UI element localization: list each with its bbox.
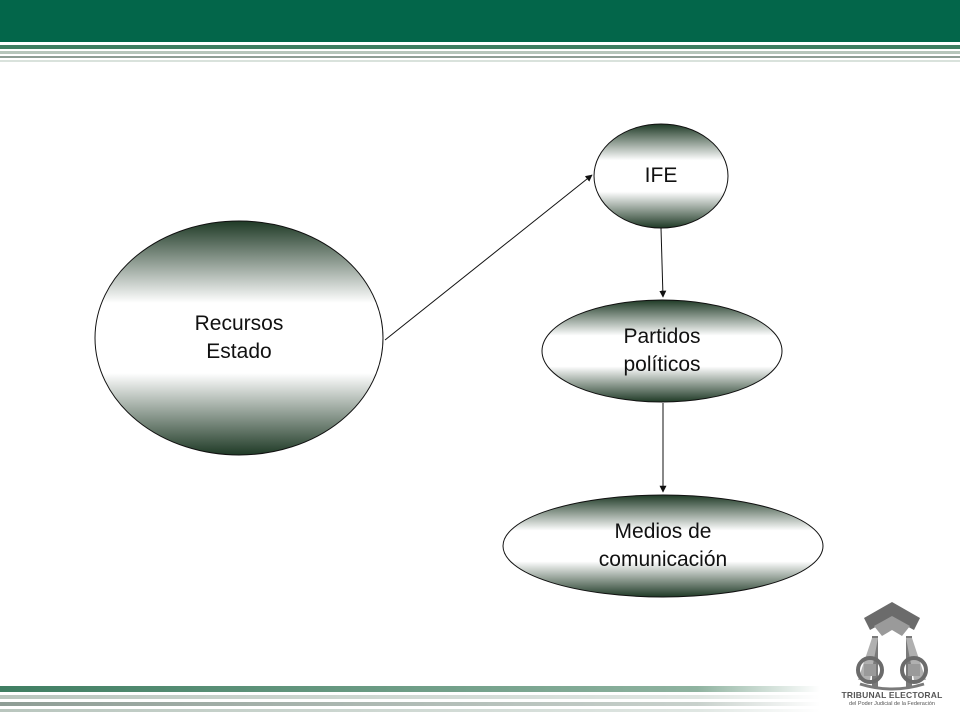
node-ife-label: IFE <box>644 163 678 187</box>
node-medios-comunicacion-label: Medios de comunicación <box>598 519 728 571</box>
header-bar <box>0 0 960 42</box>
node-partidos-politicos <box>541 299 783 403</box>
footer-stripe-4 <box>0 709 820 712</box>
footer-stripes <box>0 686 820 712</box>
logo-subtitle: del Poder Judicial de la Federación <box>849 701 935 707</box>
footer-stripe-2 <box>0 695 820 699</box>
node-ife <box>593 123 729 229</box>
header-stripes <box>0 45 960 62</box>
edge-recursos-ife <box>384 174 593 341</box>
footer-stripe-1 <box>0 686 820 692</box>
header-stripe-2 <box>0 51 960 54</box>
tribunal-electoral-logo-icon <box>856 602 928 691</box>
node-recursos-estado <box>94 220 384 456</box>
edge-ife-partidos <box>659 227 667 298</box>
header-stripe-4 <box>0 60 960 62</box>
logo-title: TRIBUNAL ELECTORAL <box>841 690 943 700</box>
node-partidos-politicos-label: Partidos políticos <box>623 324 701 376</box>
node-recursos-estado-label: Recursos Estado <box>194 311 284 363</box>
header-stripe-3 <box>0 56 960 58</box>
header-stripe-1 <box>0 45 960 49</box>
footer-stripe-3 <box>0 702 820 706</box>
node-medios-comunicacion <box>502 494 824 598</box>
